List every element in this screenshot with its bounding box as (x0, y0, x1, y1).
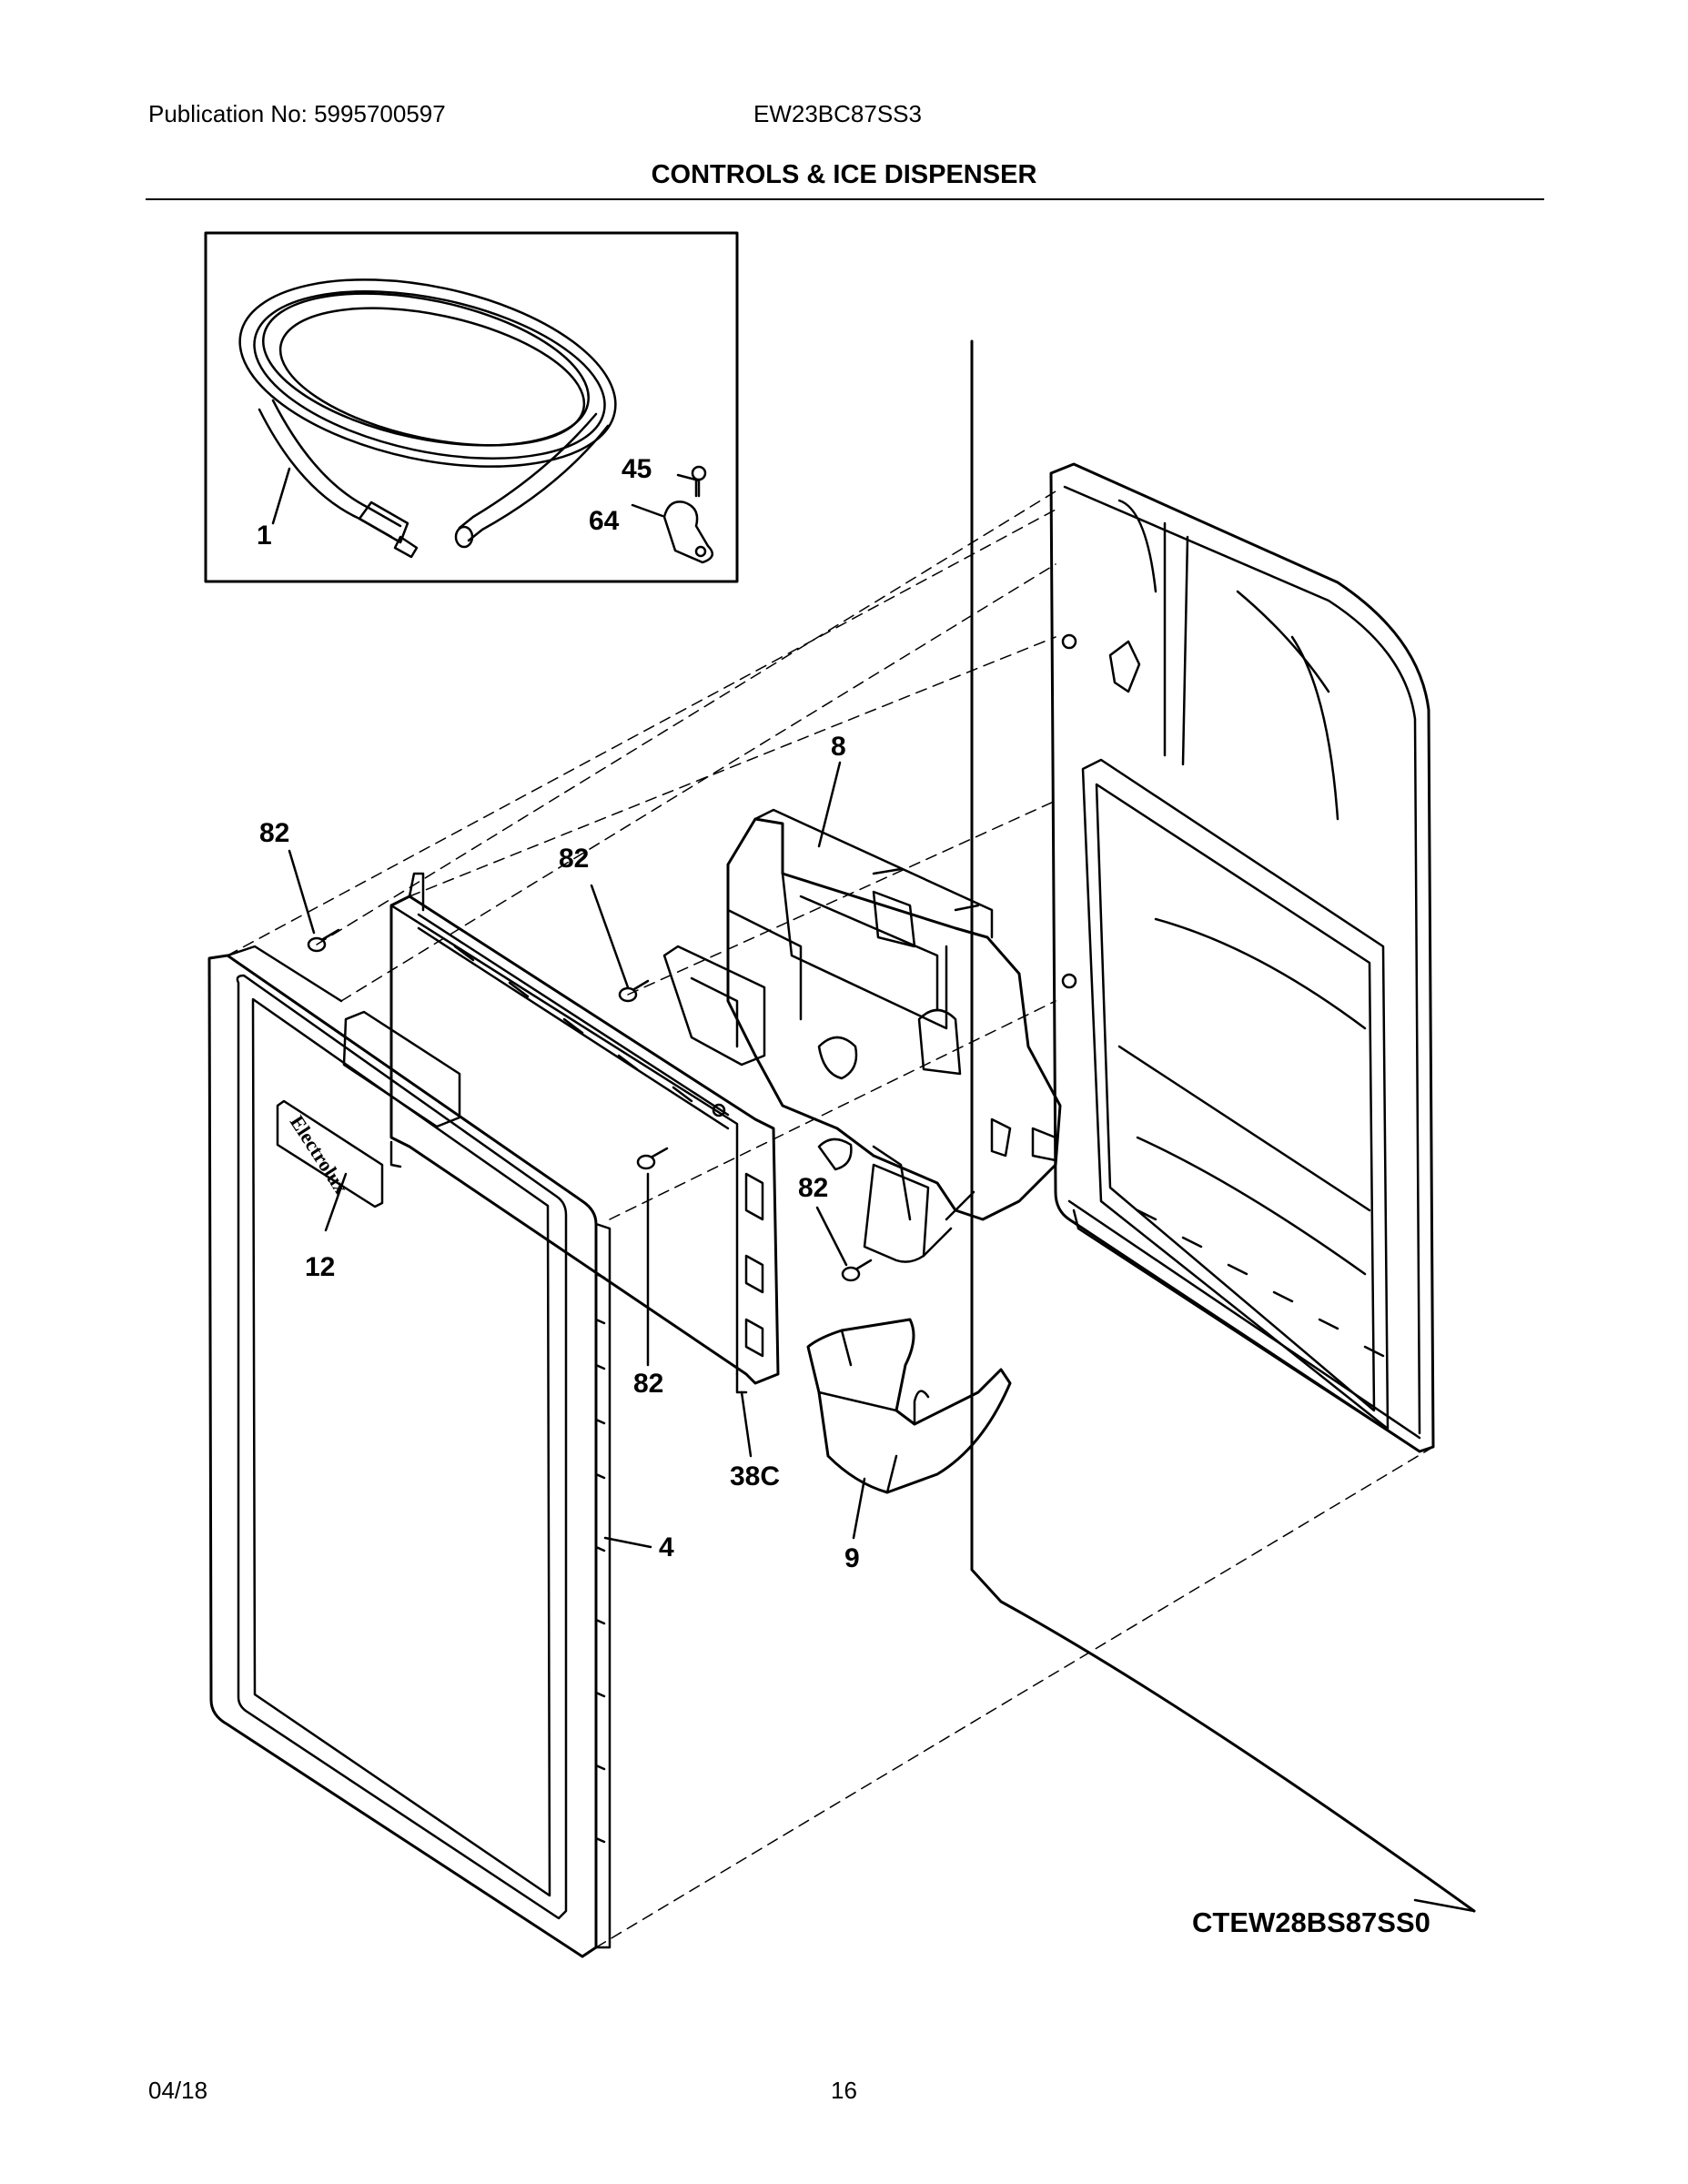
callout-1: 1 (257, 521, 272, 551)
callout-82-right: 82 (798, 1173, 828, 1203)
ice-chute (806, 1318, 1012, 1494)
logo-badge (276, 1099, 384, 1208)
title-rule (146, 198, 1544, 200)
tube-clamp (662, 479, 714, 564)
callout-38c: 38C (730, 1461, 780, 1491)
publication-number: Publication No: 5995700597 (148, 100, 446, 127)
water-tube-coil (238, 278, 617, 559)
dispenser-front-panel (207, 945, 612, 1958)
screw-3 (636, 1147, 669, 1170)
assembly-guide-lines (227, 490, 1434, 1948)
page-number: 16 (831, 2077, 857, 2104)
tubing-inset (204, 231, 739, 583)
diagram-reference-code: CTEW28BS87SS0 (1192, 1906, 1430, 1938)
callout-45: 45 (622, 454, 652, 484)
callout-64: 64 (589, 506, 620, 536)
screw-2 (618, 979, 650, 1003)
callout-4: 4 (659, 1532, 674, 1562)
door-edge-line (970, 339, 1476, 1913)
callout-12: 12 (305, 1252, 335, 1282)
dispenser-housing (1049, 462, 1435, 1453)
callout-82-center: 82 (559, 844, 589, 874)
control-board (389, 872, 780, 1394)
screw-4 (841, 1259, 873, 1282)
callout-82-lower: 82 (633, 1369, 663, 1399)
callout-82-left: 82 (259, 818, 289, 848)
model-number: EW23BC87SS3 (753, 100, 922, 127)
footer-date: 04/18 (148, 2077, 208, 2104)
page-title: CONTROLS & ICE DISPENSER (651, 160, 1037, 189)
leader-lines (271, 467, 1476, 1913)
screw-1 (307, 928, 340, 953)
dispenser-mechanism (662, 808, 1062, 1263)
callout-8: 8 (831, 732, 846, 762)
callout-9: 9 (844, 1543, 860, 1573)
